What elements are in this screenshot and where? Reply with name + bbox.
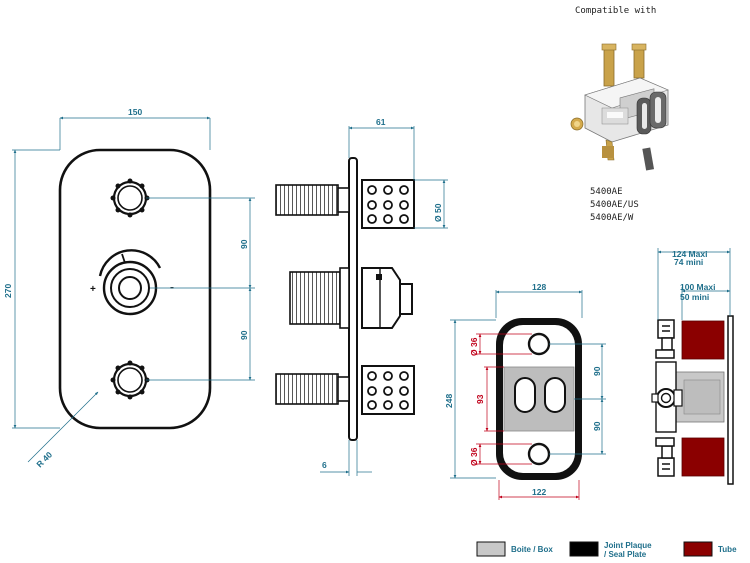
valve-body-illustration [570, 43, 669, 171]
model-2: 5400AE/US [590, 200, 639, 210]
side-bottom-knob [361, 365, 415, 415]
legend: Boite / Box Joint Plaque / Seal Plate Tu… [476, 541, 737, 559]
front-spacing-bottom-label: 90 [239, 330, 249, 340]
side-diameter-label: Ø 50 [433, 203, 443, 222]
box-fittings-top [655, 319, 675, 359]
box-depth-top-label: 124 Maxi [672, 249, 707, 259]
thermostatic-dial: + - [90, 249, 174, 316]
box-fittings-bottom [655, 437, 675, 477]
legend-label-seal-plate-line1: Joint Plaque [604, 541, 652, 550]
plate-view: 128 122 248 Ø 36 Ø 36 93 90 90 [444, 282, 606, 500]
model-1: 5400AE [590, 187, 623, 197]
plate-spacing-top-label: 90 [592, 366, 602, 376]
side-depth-label: 61 [376, 117, 386, 127]
bottom-knob [110, 360, 150, 400]
compatible-models: 5400AE 5400AE/US 5400AE/W [590, 187, 639, 223]
legend-swatch-tube [683, 541, 713, 557]
box-depth-top-min-label: 74 mini [674, 257, 703, 267]
plus-sign: + [90, 284, 96, 295]
legend-label-tube: Tube [718, 545, 737, 554]
plate-width-bottom-label: 122 [532, 487, 546, 497]
front-view: + - 150 270 90 90 R 40 [3, 107, 255, 469]
plate-hole-bottom-label: Ø 36 [469, 447, 479, 466]
top-knob [110, 178, 150, 218]
side-center-dial [361, 267, 413, 329]
legend-item-tube: Tube [683, 541, 737, 557]
box-depth-inner-label: 100 Maxi [680, 282, 715, 292]
legend-label-box: Boite / Box [511, 545, 553, 554]
legend-swatch-seal-plate [569, 541, 599, 557]
side-thickness-label: 6 [322, 460, 327, 470]
legend-item-seal-plate: Joint Plaque / Seal Plate [569, 541, 652, 559]
minus-sign: - [170, 280, 174, 294]
compatible-title: Compatible with [575, 6, 656, 16]
model-3: 5400AE/W [590, 213, 634, 223]
legend-label-seal-plate-line2: / Seal Plate [604, 550, 647, 559]
side-view: 61 Ø 50 6 [275, 117, 448, 476]
plate-hole-top-label: Ø 36 [469, 337, 479, 356]
plate-height-label: 248 [444, 394, 454, 408]
plate-spacing-bottom-label: 90 [592, 421, 602, 431]
compatible-section: Compatible with 5400AE 5400AE/US 540 [570, 6, 669, 223]
legend-swatch-box [476, 541, 506, 557]
box-view: 124 Maxi 74 mini 100 Maxi 50 mini [651, 248, 734, 485]
front-spacing-top-label: 90 [239, 239, 249, 249]
plate-width-top-label: 128 [532, 282, 546, 292]
plate-center-gap-label: 93 [475, 394, 485, 404]
box-depth-inner-min-label: 50 mini [680, 292, 709, 302]
box-center-fitting [651, 361, 683, 433]
front-height-label: 270 [3, 284, 13, 298]
legend-item-box: Boite / Box [476, 541, 553, 557]
side-top-knob [361, 179, 415, 229]
front-width-label: 150 [128, 107, 142, 117]
